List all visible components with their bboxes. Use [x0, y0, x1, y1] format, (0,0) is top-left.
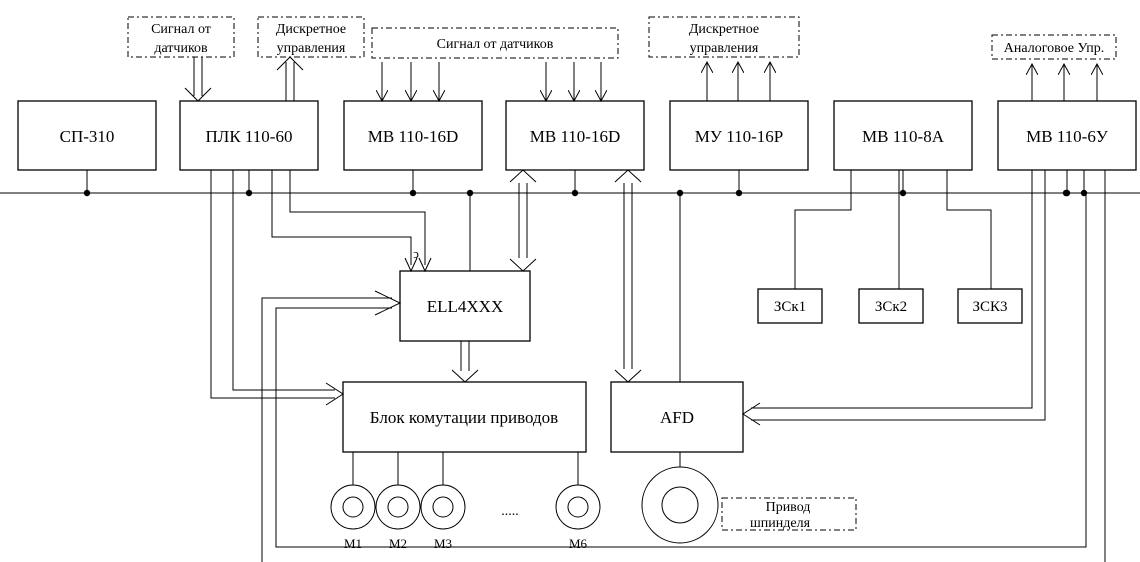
wire-bus-to-ell: [466, 189, 474, 271]
block-mv-110-6u: МВ 110-6У: [997, 100, 1137, 171]
block-switch-unit-label: Блок комутации приводов: [370, 408, 558, 427]
external-spindle-drive: Привод шпинделя: [721, 497, 857, 531]
arrow-sensor-to-plc: [184, 57, 212, 102]
sensor-signal-1-line1: Сигнал от: [151, 22, 211, 37]
arrows-mu16r-to-discrete: [707, 62, 770, 101]
mv6u-right-taps: [1062, 170, 1106, 562]
block-zsk1-label: ЗСк1: [774, 299, 806, 315]
motor-m3: M3: [420, 484, 466, 551]
discrete-control-1-line1: Дискретное: [276, 22, 346, 37]
discrete-control-1-line2: управления: [277, 41, 346, 56]
motor-wires: [352, 452, 579, 485]
motor-m3-label: M3: [434, 536, 452, 551]
spindle-drive-line1: Привод: [766, 500, 811, 515]
block-mv-110-8a: МВ 110-8А: [833, 100, 973, 171]
block-mv8a-label: МВ 110-8А: [862, 127, 945, 146]
wires-mv6u-to-afd: [742, 170, 1046, 426]
block-mv-110-16d-2: МВ 110-16D: [505, 100, 645, 171]
block-plc-110-60: ПЛК 110-60: [179, 100, 319, 171]
block-mv6u-label: МВ 110-6У: [1026, 127, 1109, 146]
motor-m6-label: M6: [569, 536, 588, 551]
block-zsk2-label: ЗСк2: [875, 299, 907, 315]
block-zsk1: ЗСк1: [757, 288, 823, 324]
bus-taps: [83, 170, 1071, 197]
arrows-sensors-to-mv16d-2: [546, 62, 601, 101]
block-mv16d-1-label: МВ 110-16D: [368, 127, 459, 146]
bidirectional-mv16d-afd: [614, 169, 642, 383]
spindle-motor: [641, 452, 719, 544]
block-sp310: СП-310: [17, 100, 157, 171]
block-mu-110-16r: МУ 110-16Р: [669, 100, 809, 171]
sensor-signal-2-label: Сигнал от датчиков: [437, 37, 554, 52]
wires-plc-to-switch-unit: [210, 170, 344, 406]
block-ell-label: ELL4XXX: [427, 297, 503, 316]
motor-m2: M2: [375, 484, 421, 551]
discrete-control-2-line2: управления: [690, 41, 759, 56]
discrete-control-2-line1: Дискретное: [689, 22, 759, 37]
block-mv16d-2-label: МВ 110-16D: [530, 127, 621, 146]
arrow-ell-to-switch-unit: [451, 341, 479, 383]
sensor-signal-1-line2: датчиков: [154, 41, 208, 56]
block-mv-110-16d-1: МВ 110-16D: [343, 100, 483, 171]
motor-m6: M6: [555, 484, 601, 551]
arrows-mv6u-to-analog: [1032, 64, 1097, 101]
small-mark: ↄ: [413, 246, 419, 261]
wires-mv8a-to-zsk: [794, 170, 992, 289]
external-discrete-control-2: Дискретное управления: [648, 16, 800, 58]
block-zsk3-label: ЗСК3: [972, 299, 1007, 315]
block-mu16r-label: МУ 110-16Р: [695, 127, 783, 146]
arrows-sensors-to-mv16d-1: [382, 62, 439, 101]
external-sensor-signal-2: Сигнал от датчиков: [371, 27, 619, 59]
motor-m1-label: M1: [344, 536, 362, 551]
block-zsk3: ЗСК3: [957, 288, 1023, 324]
block-zsk2: ЗСк2: [858, 288, 924, 324]
motor-ellipsis: .....: [501, 504, 519, 519]
block-ell4xxx: ELL4XXX: [399, 270, 531, 342]
block-plc-label: ПЛК 110-60: [206, 127, 293, 146]
block-sp310-label: СП-310: [60, 127, 115, 146]
external-discrete-control-1: Дискретное управления: [257, 16, 365, 58]
loop-mv6u-to-ell: [261, 193, 1087, 562]
bidirectional-mv16d-ell: [509, 169, 537, 272]
external-sensor-signal-1: Сигнал от датчиков: [127, 16, 235, 58]
analog-control-label: Аналоговое Упр.: [1004, 41, 1104, 56]
motor-m1: M1: [330, 484, 376, 551]
external-analog-control: Аналоговое Упр.: [991, 34, 1117, 60]
spindle-drive-line2: шпинделя: [750, 516, 811, 531]
block-switch-unit: Блок комутации приводов: [342, 381, 587, 453]
arrow-plc-to-discrete: [276, 56, 304, 101]
block-afd: AFD: [610, 381, 744, 453]
wires-plc-to-ell: ↄ: [271, 170, 432, 273]
motor-m2-label: M2: [389, 536, 407, 551]
wire-bus-to-afd: [676, 189, 684, 382]
block-afd-label: AFD: [660, 408, 694, 427]
